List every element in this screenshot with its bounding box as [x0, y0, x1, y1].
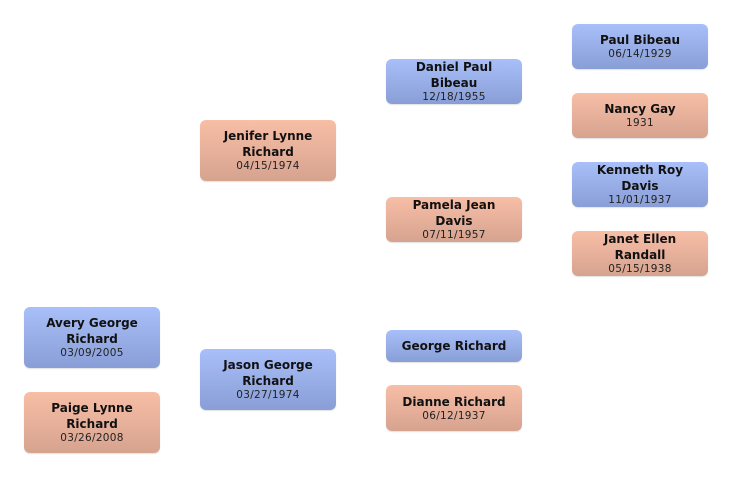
person-card-avery[interactable]: Avery George Richard 03/09/2005: [24, 307, 160, 368]
person-name: Pamela Jean Davis: [412, 198, 496, 228]
person-date: 05/15/1938: [608, 263, 672, 275]
person-name: Avery George Richard: [46, 316, 138, 346]
person-card-janet[interactable]: Janet Ellen Randall 05/15/1938: [572, 231, 708, 276]
person-date: 06/12/1937: [422, 409, 486, 422]
person-date: 03/09/2005: [60, 347, 124, 359]
person-date: 03/26/2008: [60, 432, 124, 444]
person-name: Kenneth Roy Davis: [596, 163, 684, 193]
person-name: Paige Lynne Richard: [51, 401, 133, 431]
person-card-paige[interactable]: Paige Lynne Richard 03/26/2008: [24, 392, 160, 453]
person-card-george[interactable]: George Richard: [386, 330, 522, 362]
person-date: 1931: [626, 117, 654, 129]
person-name: Paul Bibeau: [599, 33, 681, 47]
person-date: 03/27/1974: [236, 389, 300, 401]
person-name: Daniel Paul Bibeau: [415, 60, 493, 90]
person-card-kenneth[interactable]: Kenneth Roy Davis 11/01/1937: [572, 162, 708, 207]
person-name: Nancy Gay: [604, 102, 676, 116]
person-name: George Richard: [401, 339, 507, 353]
person-name: Janet Ellen Randall: [603, 232, 677, 262]
person-date: 11/01/1937: [608, 194, 672, 206]
person-card-jenifer[interactable]: Jenifer Lynne Richard 04/15/1974: [200, 120, 336, 181]
person-date: 07/11/1957: [422, 229, 486, 241]
person-date: 04/15/1974: [236, 160, 300, 172]
person-card-paul[interactable]: Paul Bibeau 06/14/1929: [572, 24, 708, 69]
person-name: Jason George Richard: [223, 358, 313, 388]
person-name: Jenifer Lynne Richard: [223, 129, 313, 159]
person-name: Dianne Richard: [402, 394, 506, 409]
person-date: 12/18/1955: [422, 91, 486, 103]
person-card-daniel[interactable]: Daniel Paul Bibeau 12/18/1955: [386, 59, 522, 104]
person-date: 06/14/1929: [608, 48, 672, 60]
person-card-dianne[interactable]: Dianne Richard 06/12/1937: [386, 385, 522, 431]
person-card-nancy[interactable]: Nancy Gay 1931: [572, 93, 708, 138]
person-card-jason[interactable]: Jason George Richard 03/27/1974: [200, 349, 336, 410]
person-card-pamela[interactable]: Pamela Jean Davis 07/11/1957: [386, 197, 522, 242]
